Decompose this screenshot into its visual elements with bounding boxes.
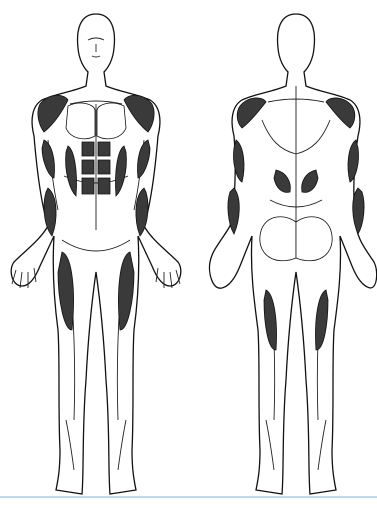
- front-right-pectoral: [97, 103, 126, 139]
- front-body-figure: [11, 14, 181, 494]
- back-body-figure: [210, 14, 377, 494]
- front-body-outline: [11, 14, 181, 494]
- back-left-gluteus: [260, 217, 296, 261]
- front-left-pectoral: [66, 103, 95, 139]
- back-right-gluteus: [296, 217, 332, 261]
